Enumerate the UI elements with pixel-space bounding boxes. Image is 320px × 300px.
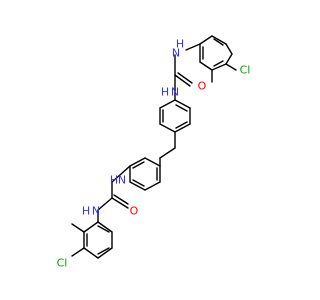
ring-top-right [199,35,213,45]
ring-center-upper-double [175,121,188,129]
ring-center-upper [174,123,191,133]
bond-c-o-top-double [177,72,193,84]
ring-top-right-double [213,38,224,46]
ring-top-right [225,43,233,55]
ring-bottom-left-double [97,225,110,233]
ring-top-right [211,63,227,71]
bond-c-n-bot [97,197,113,211]
ring-center-upper-double [175,104,188,112]
ring-top-right [225,53,233,65]
ring-center-upper [174,99,191,109]
bond-cl-top [225,63,237,71]
ring-center-upper [159,123,176,133]
ring-bottom-left-double [97,247,110,255]
atom-label-n-top-1: N [172,47,180,60]
atom-label-h-bot-1: H [110,174,118,187]
ring-center-lower-double [132,161,145,169]
ring-top-right-double [213,60,224,67]
ring-center-lower [129,181,146,191]
atom-label-cl-top: Cl [240,64,251,77]
atom-label-n-bot-1: N [118,174,126,187]
atom-label-o-bot: O [130,205,139,218]
bond-c-o-top [174,74,191,87]
atom-label-o-top: O [198,80,207,93]
atom-label-cl-bot: Cl [57,257,68,270]
ring-top-right [199,61,213,71]
ring-center-upper [159,99,176,109]
ring-bottom-left [97,221,113,233]
atom-label-n-top-2: N [171,86,179,99]
ring-center-lower [129,157,146,167]
ring-center-lower [144,157,161,167]
ring-bottom-left [83,221,99,233]
bond-c-o-bot [111,197,129,209]
atom-label-n-bot-2: N [92,205,100,218]
atom-label-h-bot-2: H [82,205,90,218]
bond-c-o-bot-double [113,194,129,205]
atom-label-h-top-2: H [161,86,169,99]
ring-bottom-left [97,247,113,259]
bond-ring-n-bot [111,165,131,183]
bond-methyl-bot [71,223,85,233]
bond-cl-bot [71,247,85,257]
ring-top-right [211,35,227,45]
ring-center-lower-double [132,179,145,187]
bond-nh-ring-top [185,43,201,51]
bond-bridge-2 [159,147,176,159]
ring-center-lower [144,181,161,191]
atom-label-nh-top: H [176,38,184,51]
ring-bottom-left [83,247,99,259]
